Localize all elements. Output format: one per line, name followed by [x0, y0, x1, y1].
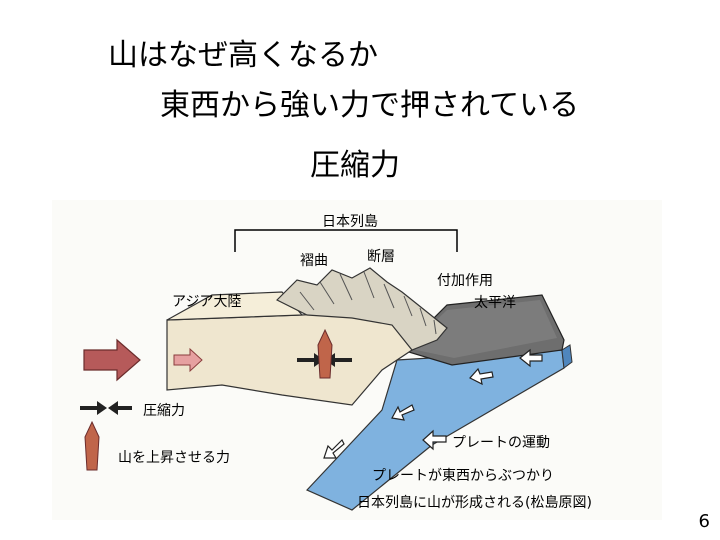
fold-lines	[299, 271, 437, 335]
caption-line-2: 日本列島に山が形成される(松島原図)	[357, 495, 592, 511]
page-number: 6	[698, 511, 710, 532]
title-line-3: 圧縮力	[310, 148, 400, 183]
legend-uplift-symbol	[84, 420, 100, 471]
label-pacific: 太平洋	[474, 295, 516, 311]
label-accretion: 付加作用	[437, 273, 493, 289]
plate-motion-arrows	[323, 348, 543, 459]
legend-plate-symbol	[422, 429, 447, 451]
title-line-1: 山はなぜ高くなるか	[108, 38, 378, 73]
plate-edge	[561, 344, 573, 369]
mountain-range	[275, 267, 448, 351]
japan-bracket	[234, 229, 458, 252]
pacific-block-texture	[407, 300, 557, 358]
continent-push-arrow	[173, 347, 203, 373]
legend-compression-label: 圧縮力	[143, 403, 185, 419]
continent-top	[166, 291, 304, 321]
legend-compression-symbol	[80, 401, 132, 415]
label-fault: 断層	[367, 249, 395, 265]
label-folding: 褶曲	[300, 253, 328, 269]
center-compression-left	[297, 353, 324, 367]
label-japan-islands: 日本列島	[322, 214, 378, 230]
legend-uplift-label: 山を上昇させる力	[118, 450, 230, 466]
title-line-2: 東西から強い力で押されている	[160, 88, 580, 123]
compression-arrow-west	[83, 338, 141, 382]
caption-line-1: プレートが東西からぶつかり	[372, 468, 554, 484]
label-asia-continent: アジア大陸	[172, 294, 242, 310]
center-uplift-arrow	[317, 328, 333, 379]
mountain-formation-diagram	[52, 200, 662, 520]
legend-plate-motion-label: プレートの運動	[452, 435, 550, 451]
